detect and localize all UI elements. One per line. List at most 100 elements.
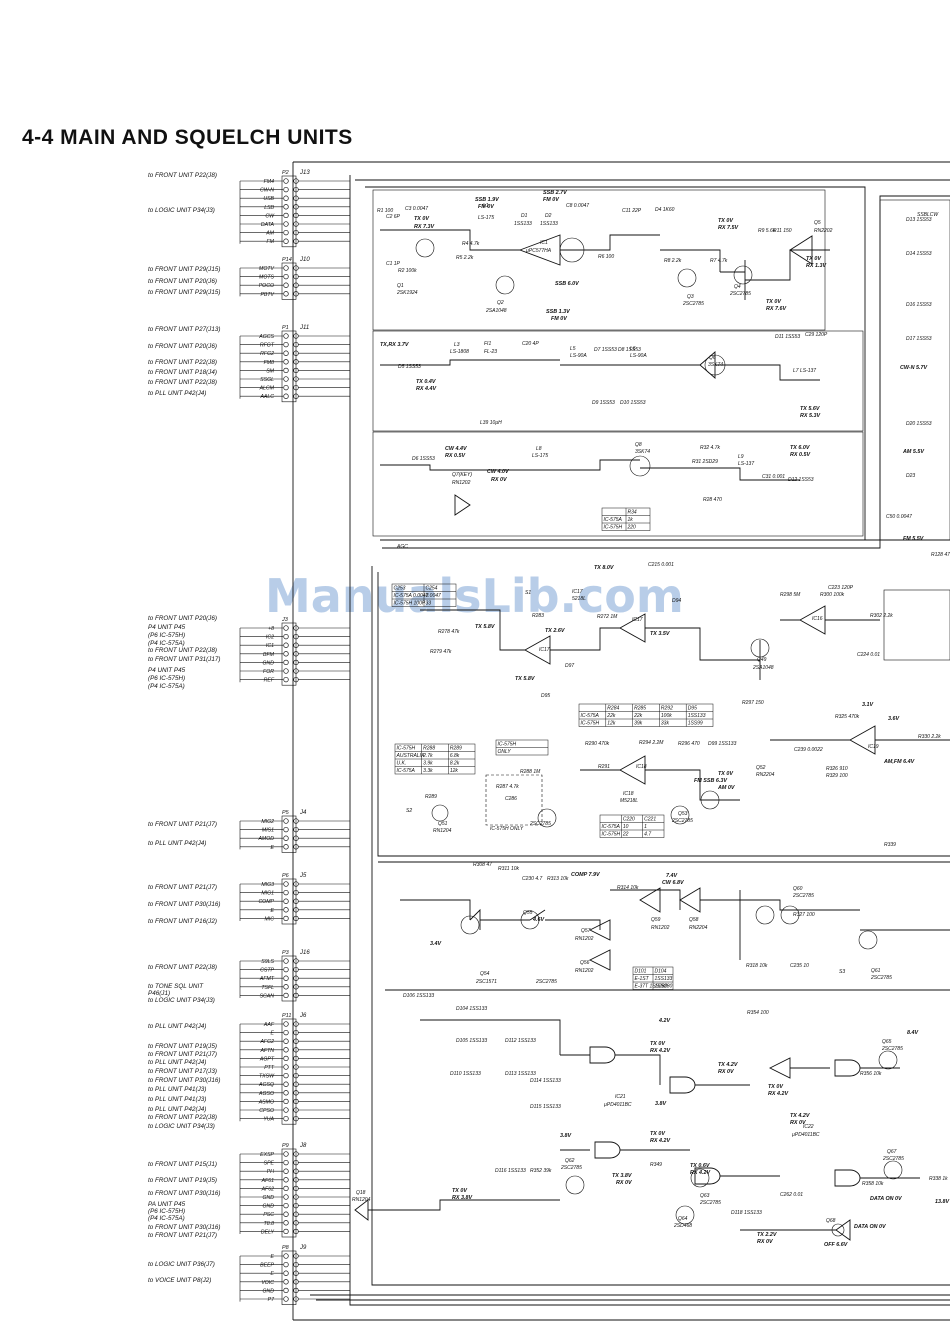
destination-label: to FRONT UNIT P19(J5)	[148, 1043, 217, 1050]
component-label: L3	[454, 342, 460, 348]
component-label: D114 1SS133	[530, 1078, 561, 1084]
component-label: R302 2.2k	[870, 613, 893, 619]
component-label: C286	[505, 796, 517, 802]
table-cell: 220	[627, 525, 637, 531]
circuit-trace	[715, 364, 820, 381]
jack-label: J9	[299, 1245, 307, 1251]
connector-pin	[283, 1287, 289, 1294]
connector-group: AAFEAFG2AFTNAGPTPTTTXSWAGSQAGSOASMOCPSOY…	[148, 1013, 350, 1130]
component-label: 2SD468	[673, 1223, 692, 1229]
destination-label: to FRONT UNIT P30(J16)	[148, 901, 220, 908]
destination-label: to FRONT UNIT P18(J4)	[148, 369, 217, 376]
destination-label: (P4 IC-575A)	[148, 640, 185, 647]
connector-pin	[283, 359, 289, 365]
signal-label: E	[271, 845, 275, 851]
signal-label: AF61	[261, 1178, 275, 1184]
connector-pin	[283, 1029, 289, 1036]
component-label: R300 100k	[820, 592, 845, 598]
component-label: Q8	[635, 442, 642, 448]
component-label: 7.4V	[666, 873, 677, 879]
connector-pin	[283, 676, 289, 683]
component-label: D99 1SS133	[708, 741, 737, 747]
table-cell: AUSTRALIA	[396, 753, 425, 759]
component-label: R28 470	[703, 497, 722, 503]
destination-label: to LOGIC UNIT P36(J7)	[148, 1261, 215, 1268]
component-label: R296 470	[678, 741, 700, 747]
component-label: CW 4.0V	[487, 469, 509, 475]
connector-pin	[283, 625, 289, 631]
circuit-trace	[560, 234, 660, 251]
circuit-trace	[694, 1167, 721, 1185]
component-label: 4.2V	[658, 1018, 670, 1024]
component-label: Q7(KEY)	[452, 472, 472, 478]
component-label: L1	[483, 203, 489, 209]
component-label: D116 1SS133	[495, 1168, 526, 1174]
component-label: FI1	[484, 341, 491, 347]
table-cell: 100k	[661, 713, 672, 719]
connector-pin	[283, 1038, 289, 1044]
table-cell: C221	[644, 817, 656, 823]
component-label: C262 0.01	[780, 1192, 803, 1198]
component-label: D8 1SS53	[618, 347, 641, 353]
signal-label: AGSQ	[258, 1082, 274, 1088]
table-cell: E-1ST	[635, 976, 650, 982]
signal-label: PBTV	[260, 292, 274, 298]
component-label: RN1202	[452, 480, 471, 486]
component-label: AM,FM 6.4V	[883, 759, 915, 765]
connector-pin	[283, 1107, 289, 1113]
table-cell: IC-575H	[604, 525, 623, 531]
plug-label: P5	[282, 810, 290, 816]
signal-label: AFMT	[259, 976, 275, 982]
connector-pin	[283, 826, 289, 833]
component-label: AGC	[396, 544, 408, 550]
component-label: R349	[650, 1162, 662, 1168]
destination-label: to FRONT UNIT P22(J8)	[148, 1114, 217, 1121]
signal-label: PTT	[264, 1065, 275, 1071]
circuit-trace	[610, 889, 681, 910]
connector-pin	[283, 1021, 289, 1027]
signal-label: TSFL	[261, 985, 274, 991]
component-label: Q62	[565, 1158, 575, 1164]
signal-label: TXSW	[259, 1074, 275, 1080]
connector-pin	[283, 898, 289, 904]
table-cell: 4.7	[644, 832, 651, 838]
component-label: FL-23	[484, 349, 497, 355]
signal-label: LSB	[264, 205, 274, 211]
destination-label: to FRONT UNIT P29(J15)	[148, 266, 220, 273]
component-label: L6	[630, 346, 636, 352]
signal-label: GND	[262, 1288, 274, 1294]
jack-label: J11	[299, 325, 309, 331]
transistor-symbol	[831, 1223, 845, 1237]
component-label: Q1	[397, 283, 404, 289]
table-cell: D95	[688, 706, 697, 712]
connector-body	[281, 1018, 297, 1125]
destination-label: to PLL UNIT P42(J4)	[148, 1023, 206, 1030]
component-label: 2SC2785	[699, 1200, 721, 1206]
signal-label: MOTV	[259, 266, 275, 272]
component-label: CW-N 5.7V	[900, 365, 927, 371]
connector-pin	[283, 376, 289, 382]
transistor-symbol	[750, 638, 770, 658]
destination-label: to FRONT UNIT P27(J13)	[148, 326, 220, 333]
signal-label: SPE	[264, 1161, 275, 1167]
transistor-symbol	[677, 268, 697, 288]
component-label: TX 4.2V	[790, 1113, 810, 1119]
circuit-trace	[639, 887, 661, 913]
component-label: 1SS133	[514, 221, 532, 227]
signal-label: MIG3	[261, 882, 274, 888]
connector-body	[281, 175, 297, 248]
transistor-symbol	[537, 808, 557, 828]
component-label: RX 4.2V	[690, 1170, 710, 1176]
component-label: RX 0.5V	[445, 453, 465, 459]
connector-body	[281, 330, 297, 403]
component-label: R294 2.2M	[639, 740, 664, 746]
connector-body	[281, 262, 297, 300]
component-label: LS-137	[738, 461, 754, 467]
section-boxes	[372, 189, 950, 826]
signal-label: AF62	[261, 1186, 275, 1192]
circuit-trace	[545, 919, 601, 930]
component-label: R279 47k	[430, 649, 452, 655]
